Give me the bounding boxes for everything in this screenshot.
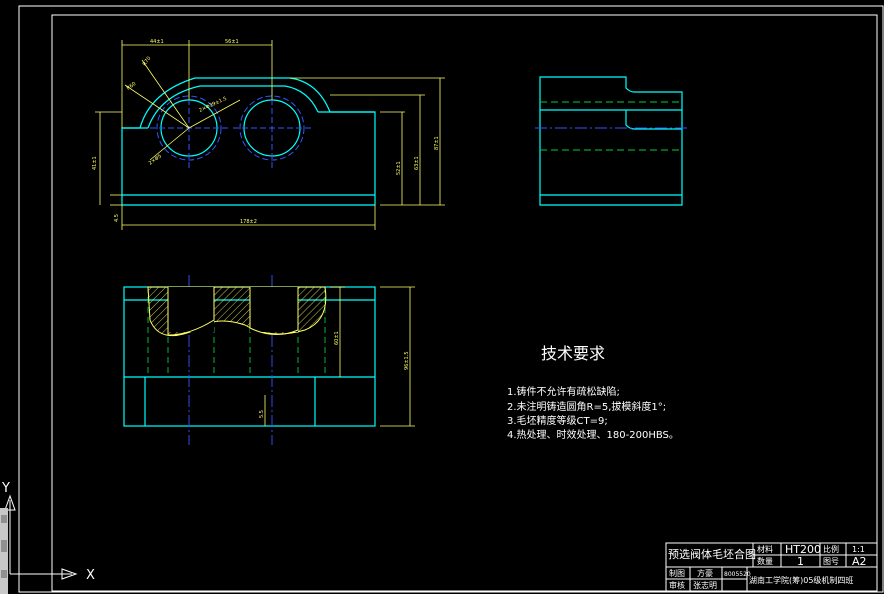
technical-requirements: 技术要求 1.铸件不允许有疏松缺陷; 2.未注明铸造圆角R=5,拔模斜度1°; … xyxy=(507,344,679,441)
sheet-value: A2 xyxy=(852,555,867,568)
dim-bore2: 2×Φ5 xyxy=(148,153,163,166)
scale-label: 比例 xyxy=(823,544,839,554)
quantity-label: 数量 xyxy=(757,556,773,566)
left-edge-strip[interactable] xyxy=(0,508,8,594)
tech-req-item: 1.铸件不允许有疏松缺陷; xyxy=(507,385,620,398)
dim-height-mid: 63±1 xyxy=(414,156,420,170)
dim-side-h: 60±1 xyxy=(334,331,340,345)
drawn-label: 制图 xyxy=(669,568,685,578)
scale-value: 1:1 xyxy=(852,545,865,554)
tech-req-item: 3.毛坯精度等级CT=9; xyxy=(507,414,608,427)
tech-req-title: 技术要求 xyxy=(541,344,605,363)
ucs-x-label: X xyxy=(86,568,95,583)
title-block: 预选阀体毛坯合图 材料 HT200 比例 1:1 数量 1 图号 A2 制图 方… xyxy=(665,542,878,592)
dim-left-h: 41±1 xyxy=(92,156,98,170)
drawing-frame xyxy=(18,5,884,593)
dim-length: 178±2 xyxy=(240,219,257,225)
side-view xyxy=(535,76,688,206)
dim-height-total: 87±1 xyxy=(434,136,440,150)
tech-req-item: 2.未注明铸造圆角R=5,拔模斜度1°; xyxy=(507,400,666,413)
tech-req-item: 4.热处理、时效处理、180-200HBS。 xyxy=(507,428,679,441)
front-view: 44±1 56±1 R70 R60 2×Φ39±1.5 2×Φ5 41±1 52… xyxy=(92,39,445,230)
school-name: 湖南工学院(筹)05级机制四班 xyxy=(749,575,853,585)
dim-r70: R70 xyxy=(142,56,153,68)
quantity-value: 1 xyxy=(797,555,804,568)
drawing-name: 预选阀体毛坯合图 xyxy=(668,547,756,561)
dim-top-right: 56±1 xyxy=(225,39,239,45)
checked-by: 张志明 xyxy=(693,580,717,590)
drawn-by: 方豪 xyxy=(697,568,713,578)
dim-height-low: 52±1 xyxy=(396,161,402,175)
checked-label: 审核 xyxy=(669,580,685,590)
dim-small: 5.5 xyxy=(259,410,265,418)
top-view: 60±1 96±1.5 5.5 xyxy=(123,275,415,445)
sheet-label: 图号 xyxy=(823,557,839,566)
ucs-y-label: Y xyxy=(1,481,10,496)
dim-top-left: 44±1 xyxy=(150,39,164,45)
dim-bottom: 4.5 xyxy=(114,214,120,222)
ucs-icon xyxy=(4,494,78,580)
material-value: HT200 xyxy=(785,543,821,556)
student-id: 8005520 xyxy=(724,571,751,578)
dim-side-total: 96±1.5 xyxy=(404,351,410,370)
dim-r60: R60 xyxy=(126,81,138,92)
material-label: 材料 xyxy=(757,544,773,554)
dim-bore: 2×Φ39±1.5 xyxy=(198,96,228,114)
